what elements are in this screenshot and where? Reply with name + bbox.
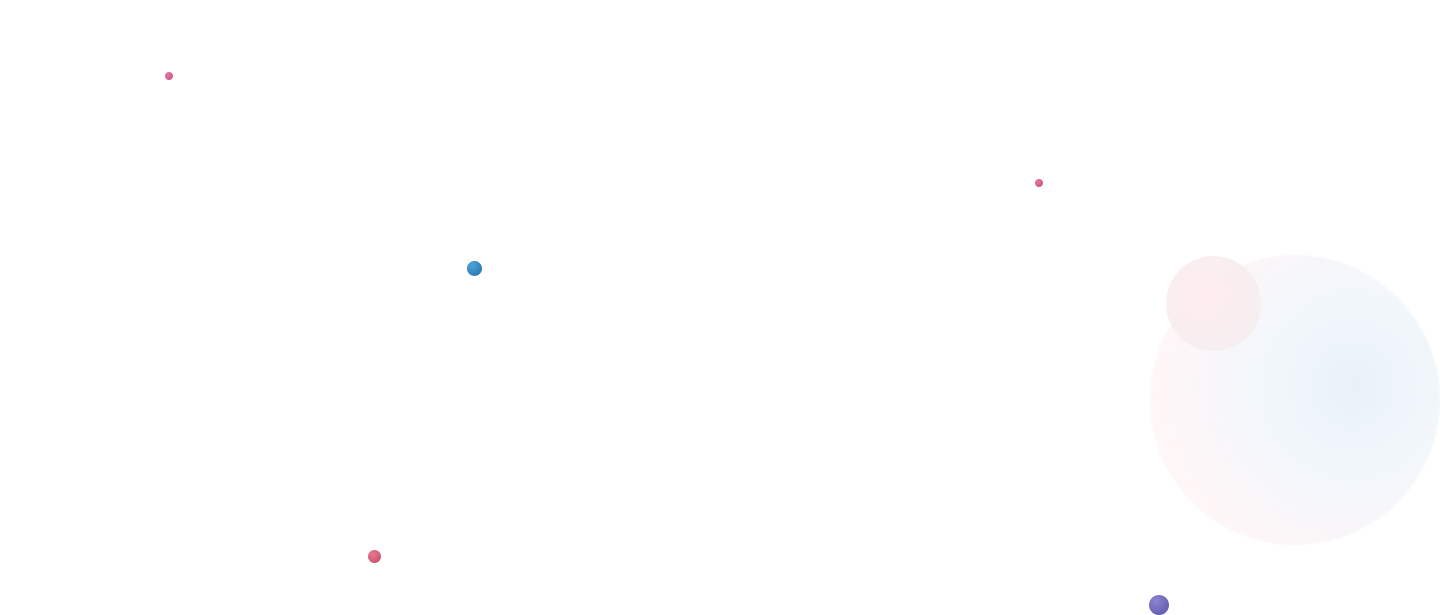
small-pastel-bubble bbox=[1166, 256, 1261, 351]
pink-dot-small bbox=[1035, 179, 1043, 187]
pink-dot bbox=[368, 550, 381, 563]
blue-dot bbox=[467, 261, 482, 276]
purple-dot bbox=[1149, 595, 1169, 615]
pink-dot-small bbox=[165, 72, 173, 80]
